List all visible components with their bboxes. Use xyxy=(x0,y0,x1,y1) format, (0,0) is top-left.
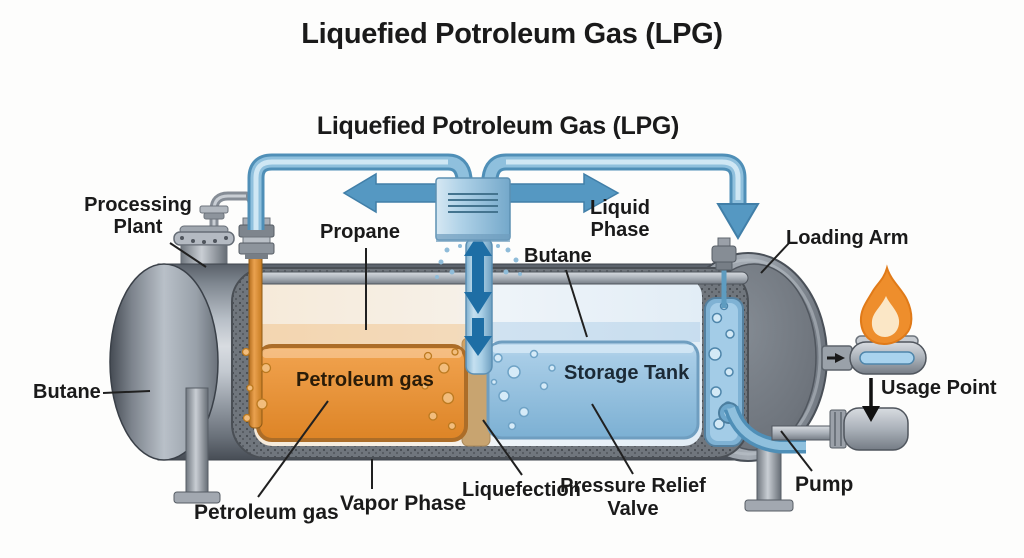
spray-droplets xyxy=(435,244,522,279)
label-petroleum-gas-tank: Petroleum gas xyxy=(296,369,434,391)
leader-processing-plant xyxy=(169,242,207,268)
label-usage-point: Usage Point xyxy=(881,377,997,399)
tank-top-rail xyxy=(257,271,749,285)
leader-butane-left xyxy=(102,390,151,394)
secondary-title: Liquefied Potroleum Gas (LPG) xyxy=(316,112,680,140)
leader-pressure-relief xyxy=(591,403,634,475)
label-pressure-relief-valve: Pressure Relief Valve xyxy=(560,475,706,520)
tank-leg-left xyxy=(173,387,221,504)
distribution-valve xyxy=(342,172,620,242)
label-vapor-phase: Vapor Phase xyxy=(340,492,467,515)
orange-bubbles xyxy=(421,348,459,431)
label-liquefection: Liquefection xyxy=(462,479,581,501)
leader-liquefection xyxy=(482,419,523,476)
pump-device xyxy=(723,405,909,454)
label-liquid-phase: Liquid Phase xyxy=(590,197,650,241)
orange-liquid xyxy=(256,344,468,442)
blue-bubbles xyxy=(490,349,556,431)
label-propane: Propane xyxy=(320,221,401,243)
label-butane-left: Butane xyxy=(33,381,101,403)
label-butane-top: Butane xyxy=(524,245,592,267)
left-arrow-icon xyxy=(342,172,441,214)
fill-nozzle xyxy=(711,237,737,308)
pipe-coupling xyxy=(238,217,275,259)
down-arrow-icon xyxy=(716,203,760,240)
leader-lines xyxy=(102,241,813,498)
label-storage-tank: Storage Tank xyxy=(564,362,690,384)
vapor-pipe-loop xyxy=(247,153,760,240)
tank-leg-right xyxy=(744,443,794,512)
label-processing-plant: Processing Plant xyxy=(84,194,192,238)
feed-pipe xyxy=(238,217,275,429)
label-petroleum-gas-bottom: Petroleum gas xyxy=(194,501,339,524)
leader-loading-arm xyxy=(760,241,791,274)
usage-point-device xyxy=(821,264,927,422)
usage-arrow-icon xyxy=(862,378,880,422)
leader-petroleum-gas xyxy=(257,400,329,498)
leader-butane-top xyxy=(565,269,588,338)
blue-liquid xyxy=(486,340,700,440)
main-title: Liquefied Potroleum Gas (LPG) xyxy=(301,18,723,50)
label-pump: Pump xyxy=(795,473,854,496)
right-arrow-icon xyxy=(505,172,620,214)
flame-icon xyxy=(859,264,913,346)
leader-pump xyxy=(780,430,813,472)
up-down-arrow-icon xyxy=(464,234,492,356)
label-loading-arm: Loading Arm xyxy=(786,227,909,249)
injection-pipe xyxy=(435,234,522,375)
